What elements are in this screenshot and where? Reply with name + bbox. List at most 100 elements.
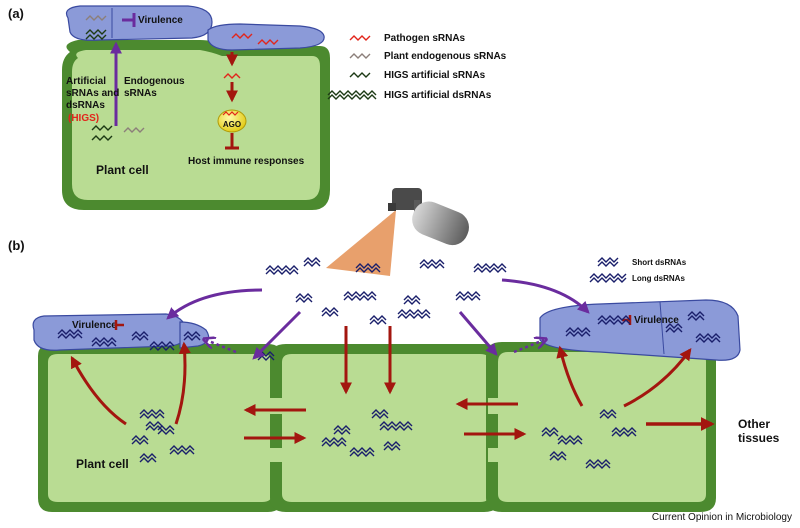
dsrna-strand — [549, 455, 567, 461]
dsrna-strand — [597, 319, 631, 325]
dsrna-strand — [383, 441, 401, 447]
dsrna-strand — [169, 445, 195, 451]
dsrna-strand — [557, 439, 583, 445]
dsrna-strand — [371, 413, 389, 419]
dsrna-strand — [379, 425, 413, 431]
legend-a: Pathogen sRNAs Plant endogenous sRNAs HI… — [327, 33, 507, 101]
dsrna-strand — [57, 329, 83, 335]
dsrna-strand — [131, 335, 149, 341]
pathogen-a-right — [207, 23, 325, 51]
right-cell-to-pathogen-dotted-arrow — [513, 340, 544, 354]
dsrna-strand — [541, 431, 559, 437]
dsrna-strand — [157, 425, 175, 431]
dsrna-strand — [303, 261, 321, 267]
legend-short-dsrna-icon-2 — [597, 261, 619, 267]
legend-higs-dsrna-icon-2 — [327, 94, 377, 100]
legend-pathogen-icon — [349, 35, 371, 41]
panel-b-label: (b) — [8, 238, 25, 253]
legend-plant-endogenous-label: Plant endogenous sRNAs — [384, 51, 507, 62]
dsrna-strand — [397, 309, 431, 315]
plasmodesma-left-bottom — [268, 448, 284, 462]
right-cell-uptake-arrow-2 — [623, 348, 692, 408]
dsrna-strand — [139, 413, 165, 419]
legend-long-dsrna-icon-2 — [589, 277, 627, 283]
spray-bottle-icon — [388, 188, 469, 246]
rna-green-a2 — [85, 34, 107, 40]
ago-protein — [217, 109, 247, 133]
legend-long-dsrna-icon-1 — [589, 273, 627, 279]
legend-pathogen-label: Pathogen sRNAs — [384, 33, 466, 44]
dsrna-strand — [599, 409, 617, 415]
rna-green-a4 — [91, 135, 113, 141]
spray-to-left-cell-arrow — [252, 310, 302, 360]
rna-gray-a1 — [85, 15, 107, 21]
dsrna-strand — [695, 337, 721, 343]
dsrna-strand — [565, 331, 591, 337]
dsrna-strand — [265, 269, 299, 275]
dsrna-strand — [611, 431, 637, 437]
dsrna-strand — [369, 315, 387, 321]
dsrna-strand — [369, 319, 387, 325]
plasmodesma-left-top — [268, 398, 284, 414]
dsrna-strand — [321, 437, 347, 443]
left-cell-uptake-arrow-1 — [70, 355, 127, 426]
dsrna-strand — [379, 421, 413, 427]
dsrna-strand — [131, 331, 149, 337]
dsrna-strand — [333, 425, 351, 431]
dsrna-strand — [303, 257, 321, 263]
pathogen-a-left — [65, 5, 213, 41]
dsrna-strand — [397, 313, 431, 319]
dsrna-strand — [355, 267, 381, 273]
left-cell-to-pathogen-dotted-arrow — [206, 340, 237, 354]
panel-a-label: (a) — [8, 6, 24, 21]
dsrna-strand — [321, 441, 347, 447]
plant-cell-a-cytoplasm — [72, 50, 320, 200]
dsrna-strand — [343, 291, 377, 297]
dsrna-strand — [455, 295, 481, 301]
pathogen-b-right — [539, 299, 741, 361]
dsrna-strand — [139, 457, 157, 463]
rna-green-a1 — [85, 29, 107, 35]
rna-green-a3 — [91, 125, 113, 131]
artificial-line3: dsRNAs — [66, 100, 105, 111]
right-cell-uptake-arrow-1 — [556, 345, 584, 407]
artificial-line2: sRNAs and — [66, 88, 119, 99]
dsrna-strand — [265, 265, 299, 271]
dsrna-strand — [131, 435, 149, 441]
dsrna-strand — [687, 311, 705, 317]
dsrna-strand — [149, 345, 175, 351]
endogenous-line1: Endogenous — [124, 76, 185, 87]
rna-red-ago — [222, 111, 239, 116]
legend-higs-dsrna-icon-1 — [327, 90, 377, 96]
dsrna-strand — [91, 341, 117, 347]
dsrna-strand — [157, 429, 175, 435]
dsrna-strand — [455, 291, 481, 297]
rna-gray-a2 — [123, 127, 145, 133]
panel-b: (b) Virulence Virulence — [8, 188, 780, 512]
dsrna-strand — [585, 463, 611, 469]
rna-red-a3 — [223, 73, 241, 79]
legend-long-label: Long dsRNAs — [632, 274, 685, 283]
dsrna-strand — [565, 327, 591, 333]
dsrna-strand — [419, 259, 445, 265]
dsrna-strand — [419, 263, 445, 269]
legend-higs-srna-label: HIGS artificial sRNAs — [384, 70, 486, 81]
dsrna-strand — [91, 337, 117, 343]
spray-cone — [326, 210, 396, 276]
dsrna-strand — [665, 323, 683, 329]
dsrna-strand — [403, 299, 421, 305]
virulence-a: Virulence — [138, 15, 183, 26]
dsrna-strand — [695, 333, 721, 339]
pathogen-b-right-septum — [659, 301, 665, 355]
spray-to-left-pathogen-arrow — [166, 288, 263, 320]
dsrna-strand — [557, 435, 583, 441]
dsrna-strand — [131, 439, 149, 445]
plant-cell-b-right-cytoplasm — [498, 352, 706, 502]
dsrna-strand — [473, 267, 507, 273]
dsrna-strand — [403, 295, 421, 301]
virulence-b-right: Virulence — [634, 315, 679, 326]
footer-credit: Current Opinion in Microbiology — [652, 512, 792, 523]
host-immune-label: Host immune responses — [188, 156, 305, 167]
dsrna-strand — [295, 293, 313, 299]
